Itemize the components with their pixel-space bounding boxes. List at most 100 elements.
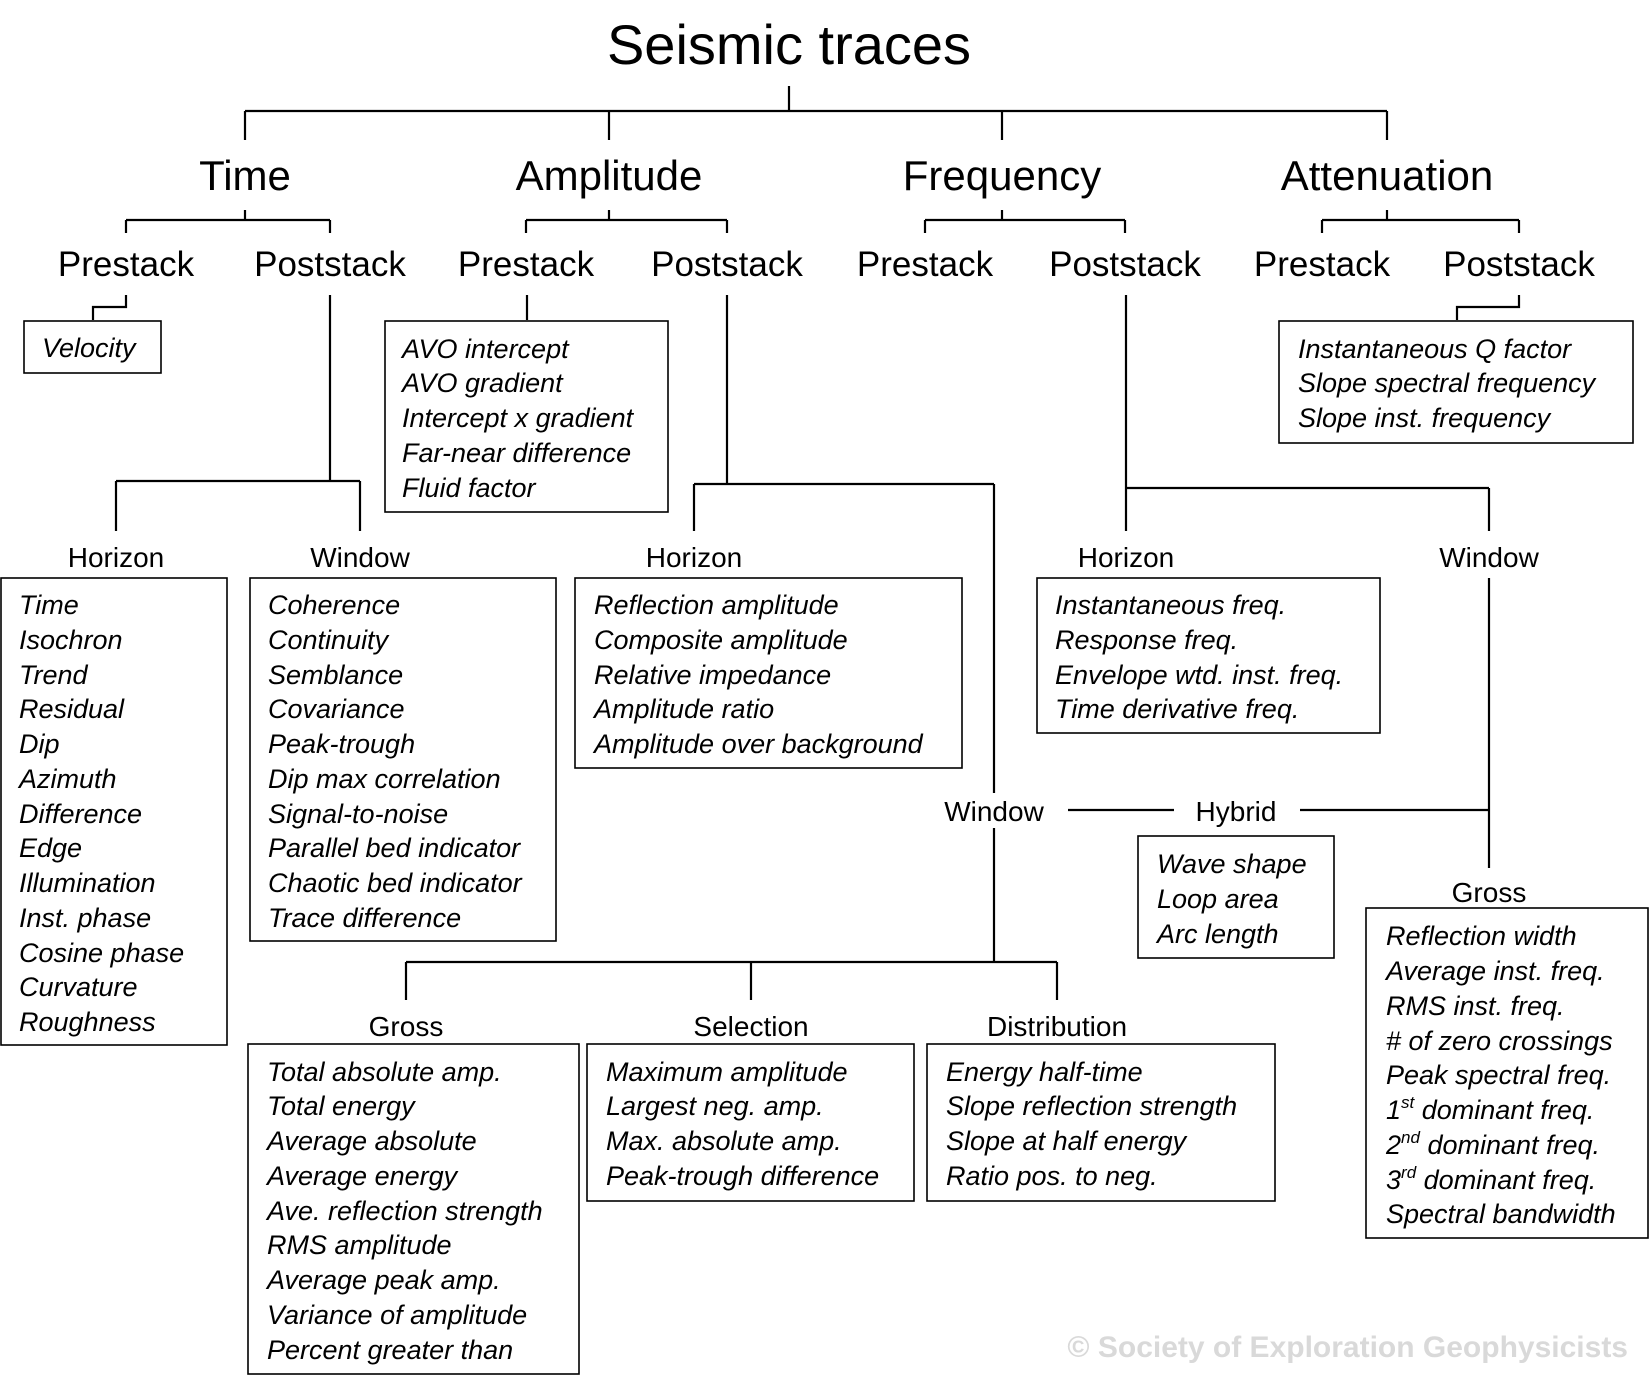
hybrid-list: Wave shape Loop area Arc length [1155,849,1307,949]
amp-selection-label: Selection [693,1011,808,1042]
amp-horizon-list: Reflection amplitude Composite amplitude… [592,590,924,759]
list-item: Inst. phase [19,903,151,933]
list-item: Arc length [1155,919,1279,949]
list-item: Slope at half energy [946,1126,1188,1156]
list-item: Total absolute amp. [267,1057,502,1087]
list-item: Spectral bandwidth [1386,1199,1616,1229]
list-item: Time [19,590,79,620]
amp-gross-list: Total absolute amp. Total energy Average… [265,1057,543,1365]
list-item: Composite amplitude [594,625,848,655]
list-item: Trend [19,660,89,690]
list-item: Instantaneous freq. [1055,590,1286,620]
list-item: Total energy [267,1091,416,1121]
list-item: Variance of amplitude [267,1300,527,1330]
list-item: Slope inst. frequency [1298,403,1552,433]
amp-distribution-box [926,1043,1276,1202]
atten-prestack-label: Prestack [1254,245,1391,284]
list-item: 3rd dominant freq. [1386,1163,1596,1195]
list-item: Average absolute [265,1126,477,1156]
list-item: Far-near difference [402,438,631,468]
amp-prestack-label: Prestack [458,245,595,284]
list-item: Average energy [265,1161,459,1191]
list-item: Curvature [19,972,138,1002]
list-item: Average inst. freq. [1384,956,1605,986]
connector-lines [91,86,1521,1000]
list-item: # of zero crossings [1386,1026,1613,1056]
time-poststack-label: Poststack [254,245,406,284]
list-item: Azimuth [17,764,117,794]
amp-selection-box [586,1043,915,1202]
amp-distribution-list: Energy half-time Slope reflection streng… [946,1057,1237,1191]
list-item: Velocity [42,333,137,363]
time-horizon-label: Horizon [68,542,164,573]
list-item: Dip max correlation [268,764,501,794]
list-item: Intercept x gradient [402,403,635,433]
atten-poststack-label: Poststack [1443,245,1595,284]
time-horizon-box [0,577,228,1046]
freq-horizon-list: Instantaneous freq. Response freq. Envel… [1055,590,1343,724]
amp-horizon-label: Horizon [646,542,742,573]
list-item: Peak spectral freq. [1386,1060,1611,1090]
list-item: Peak-trough [268,729,415,759]
list-item: Fluid factor [402,473,537,503]
list-item: Peak-trough difference [606,1161,879,1191]
list-item: Ratio pos. to neg. [946,1161,1158,1191]
list-item: RMS amplitude [267,1230,452,1260]
freq-horizon-box [1036,577,1381,734]
diagram-title: Seismic traces [607,13,971,76]
amp-gross-label: Gross [369,1011,444,1042]
list-item: RMS inst. freq. [1386,991,1565,1021]
freq-horizon-label: Horizon [1078,542,1174,573]
list-item: Energy half-time [946,1057,1143,1087]
hybrid-label: Hybrid [1196,796,1277,827]
time-window-label: Window [310,542,410,573]
list-item: Slope reflection strength [946,1091,1237,1121]
list-item: Illumination [19,868,156,898]
list-item: Dip [19,729,60,759]
amp-horizon-box [574,577,963,769]
list-item: Chaotic bed indicator [268,868,523,898]
attribute-boxes [0,320,1649,1375]
list-item: Parallel bed indicator [268,833,521,863]
freq-gross-box [1365,907,1649,1239]
amp-poststack-label: Poststack [651,245,803,284]
list-item: Amplitude over background [592,729,924,759]
list-item: Ave. reflection strength [265,1196,543,1226]
list-item: AVO gradient [400,368,564,398]
freq-prestack-label: Prestack [857,245,994,284]
list-item: Time derivative freq. [1055,694,1299,724]
list-item: Edge [19,833,82,863]
hybrid-box [1137,835,1335,959]
list-item: Isochron [19,625,123,655]
list-item: Cosine phase [19,938,184,968]
list-item: Continuity [268,625,390,655]
amp-gross-box [247,1043,580,1375]
category-amplitude: Amplitude [516,152,703,199]
list-item: Slope spectral frequency [1298,368,1597,398]
list-item: Coherence [268,590,400,620]
list-item: Wave shape [1157,849,1307,879]
atten-poststack-box [1278,320,1634,444]
freq-poststack-label: Poststack [1049,245,1201,284]
category-frequency: Frequency [903,152,1101,199]
copyright-watermark: © Society of Exploration Geophysicists [1067,1331,1628,1364]
list-item: Percent greater than [267,1335,513,1365]
list-item: Relative impedance [594,660,831,690]
velocity-list: Velocity [42,333,137,363]
time-window-box [249,577,557,942]
amp-window-label: Window [944,796,1044,827]
list-item: Reflection width [1386,921,1577,951]
list-item: Maximum amplitude [606,1057,848,1087]
list-item: Semblance [268,660,403,690]
list-item: Amplitude ratio [592,694,774,724]
list-item: 1st dominant freq. [1386,1093,1594,1125]
amp-distribution-label: Distribution [987,1011,1127,1042]
time-horizon-list: Time Isochron Trend Residual Dip Azimuth… [17,590,184,1037]
velocity-box [23,320,162,374]
list-item: Average peak amp. [265,1265,501,1295]
list-item: Response freq. [1055,625,1238,655]
amp-selection-list: Maximum amplitude Largest neg. amp. Max.… [606,1057,879,1191]
freq-gross-label: Gross [1452,877,1527,908]
list-item: Envelope wtd. inst. freq. [1055,660,1343,690]
time-prestack-label: Prestack [58,245,195,284]
